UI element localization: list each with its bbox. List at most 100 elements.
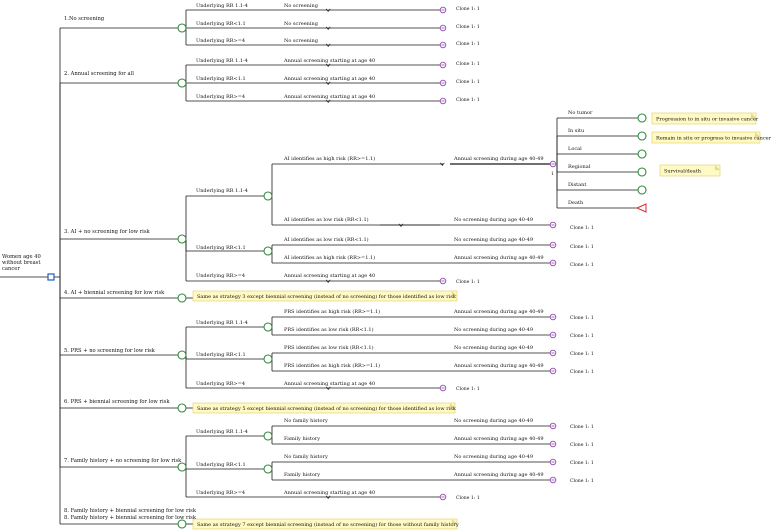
root-label-line-3: cancer xyxy=(2,266,20,272)
chance-node-icon[interactable] xyxy=(177,462,187,472)
action-label: No screening xyxy=(284,21,319,27)
note-progression-text: Progression to in situ or invasive cance… xyxy=(656,116,759,122)
note-strategy4-text: Same as strategy 3 except biennial scree… xyxy=(197,293,457,300)
test-label: Family history xyxy=(284,436,320,442)
branch-chevron-icon xyxy=(325,279,331,283)
clone-label: Clone 1: 1 xyxy=(570,424,594,430)
action-label: Annual screening during age 40-49 xyxy=(453,255,544,261)
chance-node-icon[interactable] xyxy=(177,403,187,413)
test-label: PRS identifies as low risk (RR<1.1) xyxy=(284,344,374,351)
test-label: Family history xyxy=(284,472,320,478)
action-label: No screening during age 40-49 xyxy=(454,345,533,351)
note-strategy8-text: Same as strategy 7 except biennial scree… xyxy=(197,521,459,528)
chance-node-icon[interactable] xyxy=(263,354,273,364)
branch-chevron-icon xyxy=(325,81,331,85)
test-label: AI identifies as low risk (RR<1.1) xyxy=(283,216,369,223)
test-label: No family history xyxy=(284,454,328,460)
branch-chevron-icon xyxy=(325,63,331,67)
chance-node-icon[interactable] xyxy=(263,246,273,256)
branch-chevron-icon xyxy=(325,26,331,30)
chance-node-icon[interactable] xyxy=(177,293,187,303)
chance-node-icon[interactable] xyxy=(177,78,187,88)
branch-chevron-icon xyxy=(325,386,331,390)
risk-group-label: Underlying RR<1.1 xyxy=(196,462,246,468)
risk-group-label: Underlying RR 1.1-4 xyxy=(196,320,248,326)
note-survival xyxy=(659,164,721,177)
note-corner-icon xyxy=(452,519,457,524)
action-label: No screening during age 40-49 xyxy=(454,454,533,460)
clone-label: Clone 1: 1 xyxy=(456,41,480,47)
action-label: Annual screening starting at age 40 xyxy=(283,490,375,496)
action-label: Annual screening starting at age 40 xyxy=(283,94,375,100)
decision-node-icon[interactable] xyxy=(47,273,55,281)
action-label: No screening during age 40-49 xyxy=(454,217,533,223)
action-label: Annual screening starting at age 40 xyxy=(283,76,375,82)
risk-group-label: Underlying RR>=4 xyxy=(196,490,245,496)
clone-label: Clone 1: 1 xyxy=(570,244,594,250)
test-label: AI identifies as high risk (RR>=1.1) xyxy=(283,254,375,261)
chance-node-icon[interactable] xyxy=(177,519,187,529)
chance-node-icon[interactable] xyxy=(637,185,647,195)
risk-group-label: Underlying RR 1.1-4 xyxy=(196,188,248,194)
clone-label: Clone 1: 1 xyxy=(456,6,480,12)
chance-node-icon[interactable] xyxy=(263,464,273,474)
test-label: PRS identifies as low risk (RR<1.1) xyxy=(284,326,374,333)
risk-group-label: Underlying RR<1.1 xyxy=(196,352,246,358)
chance-node-icon[interactable] xyxy=(263,191,273,201)
note-remain-text: Remain in situ or progress to invasive c… xyxy=(656,135,772,141)
branch-chevron-icon xyxy=(325,8,331,12)
stage-label-1: No tumor xyxy=(568,110,593,116)
risk-group-label: Underlying RR 1.1-4 xyxy=(196,58,248,64)
clone-label: Clone 1: 1 xyxy=(570,442,594,448)
stage-label-4: Regional xyxy=(568,164,591,170)
strategy-label-5: 5. PRS + no screening for low risk xyxy=(64,348,156,354)
chance-node-icon[interactable] xyxy=(263,431,273,441)
action-label: No screening during age 40-49 xyxy=(454,418,533,424)
risk-group-label: Underlying RR 1.1-4 xyxy=(196,429,248,435)
strategy-label-3: 3. AI + no screening for low risk xyxy=(64,229,150,235)
stage-marker: 1 xyxy=(551,171,554,177)
clone-label: Clone 1: 1 xyxy=(570,460,594,466)
note-corner-icon xyxy=(715,165,720,170)
branch-chevron-icon xyxy=(325,495,331,499)
action-label: Annual screening starting at age 40 xyxy=(283,381,375,387)
clone-label: Clone 1: 1 xyxy=(570,225,594,231)
risk-group-label: Underlying RR>=4 xyxy=(196,94,245,100)
clone-label: Clone 1: 1 xyxy=(570,478,594,484)
note-corner-icon xyxy=(450,403,455,408)
action-label: Annual screening starting at age 40 xyxy=(283,273,375,279)
chance-node-icon[interactable] xyxy=(637,113,647,123)
branch-chevron-icon xyxy=(398,223,404,227)
action-label: No screening xyxy=(284,3,319,9)
terminal-node-icon[interactable] xyxy=(635,203,647,213)
test-label: AI identifies as low risk (RR<1.1) xyxy=(283,236,369,243)
risk-group-label: Underlying RR 1.1-4 xyxy=(196,3,248,9)
risk-group-label: Underlying RR>=4 xyxy=(196,273,245,279)
strategy-label-6: 6. PRS + biennial screening for low risk xyxy=(64,399,170,405)
clone-label: Clone 1: 1 xyxy=(456,386,480,392)
chance-node-icon[interactable] xyxy=(637,167,647,177)
test-label: PRS identifies as high risk (RR>=1.1) xyxy=(284,308,380,315)
test-label: AI identifies as high risk (RR>=1.1) xyxy=(283,155,375,162)
clone-label: Clone 1: 1 xyxy=(570,351,594,357)
strategy-label-1: 1.No screening xyxy=(64,16,105,22)
stage-label-5: Distant xyxy=(568,182,586,188)
branch-chevron-icon xyxy=(325,43,331,47)
branch-chevron-icon xyxy=(440,162,445,166)
chance-node-icon[interactable] xyxy=(177,23,187,33)
clone-label: Clone 1: 1 xyxy=(570,262,594,268)
strategy-label-4: 4. AI + biennial screening for low risk xyxy=(64,290,165,296)
note-survival-text: Survival/death xyxy=(664,168,702,174)
chance-node-icon[interactable] xyxy=(263,322,273,332)
chance-node-icon[interactable] xyxy=(177,350,187,360)
chance-node-icon[interactable] xyxy=(177,234,187,244)
risk-group-label: Underlying RR<1.1 xyxy=(196,245,246,251)
tree-edges xyxy=(0,8,640,525)
clone-label: Clone 1: 1 xyxy=(456,24,480,30)
clone-label: Clone 1: 1 xyxy=(456,279,480,285)
chance-node-icon[interactable] xyxy=(637,131,647,141)
note-strategy6-text: Same as strategy 5 except biennial scree… xyxy=(197,405,457,412)
chance-node-icon[interactable] xyxy=(637,149,647,159)
